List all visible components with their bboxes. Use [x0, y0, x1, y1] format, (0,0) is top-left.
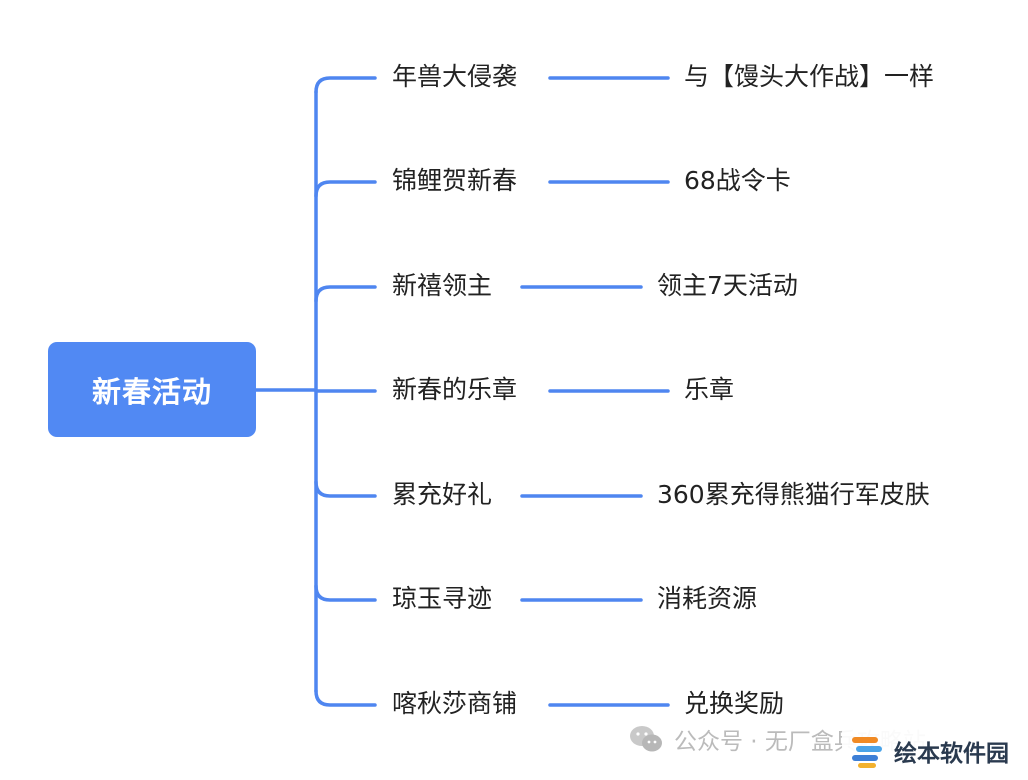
- branch-detail-label[interactable]: 兑换奖励: [684, 689, 785, 718]
- branch-node-label[interactable]: 年兽大侵袭: [392, 62, 518, 91]
- branch-connector: [314, 76, 377, 94]
- brand-logo-icon: [852, 737, 882, 768]
- root-node[interactable]: 新春活动: [48, 342, 256, 437]
- root-node-label: 新春活动: [91, 374, 212, 409]
- branch-node-label[interactable]: 喀秋莎商铺: [392, 689, 518, 718]
- branch-connector: [314, 285, 377, 303]
- branch-detail-label[interactable]: 乐章: [684, 375, 735, 404]
- branch-node-label[interactable]: 新春的乐章: [392, 375, 518, 404]
- brand-badge: 绘本软件园: [842, 728, 1015, 774]
- branch-connector: [314, 689, 377, 707]
- branch-connector: [314, 584, 377, 602]
- branch-detail-label[interactable]: 与【馒头大作战】一样: [684, 62, 935, 91]
- branch-detail-label[interactable]: 360累充得熊猫行军皮肤: [657, 480, 930, 509]
- branch-node-label[interactable]: 新禧领主: [392, 271, 493, 300]
- branch-connector: [314, 480, 377, 498]
- branch-connector: [314, 180, 377, 198]
- branch-node-label[interactable]: 累充好礼: [392, 480, 493, 509]
- connector-lines: [254, 76, 670, 707]
- branch-detail-label[interactable]: 领主7天活动: [657, 271, 798, 300]
- branch-detail-label[interactable]: 68战令卡: [684, 166, 791, 195]
- branch-node-label[interactable]: 锦鲤贺新春: [392, 166, 518, 195]
- branch-node-label[interactable]: 琼玉寻迹: [392, 584, 493, 613]
- branch-detail-label[interactable]: 消耗资源: [657, 584, 758, 613]
- wechat-icon: [630, 726, 662, 752]
- brand-text: 绘本软件园: [894, 741, 1009, 767]
